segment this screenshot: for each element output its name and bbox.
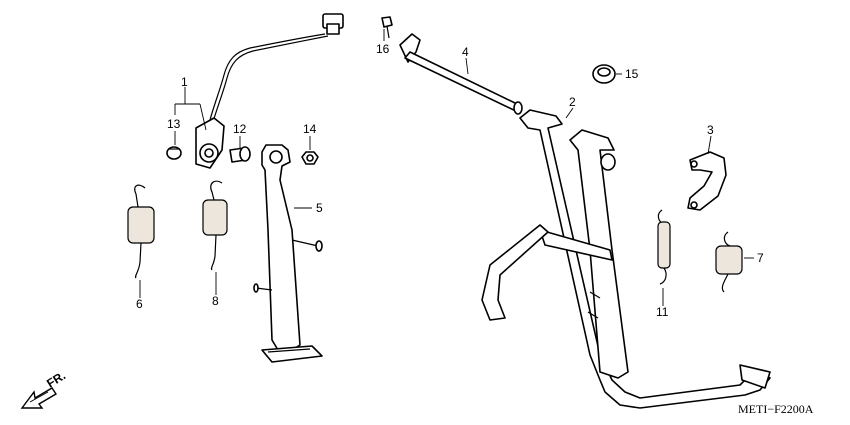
callout-11: 11 xyxy=(656,305,669,319)
callout-14: 14 xyxy=(303,122,317,136)
spring-6 xyxy=(127,184,155,279)
spring-7 xyxy=(715,231,743,293)
callout-6: 6 xyxy=(136,297,143,311)
callouts: 1 2 3 4 5 6 7 8 11 12 13 14 15 16 xyxy=(136,42,764,319)
callout-2: 2 xyxy=(569,95,576,109)
front-direction-indicator: FR. xyxy=(20,368,68,409)
nut-14 xyxy=(301,151,319,165)
callout-5: 5 xyxy=(316,201,323,215)
callout-12: 12 xyxy=(233,122,247,136)
side-stand-switch xyxy=(195,13,344,169)
spring-8 xyxy=(202,180,228,271)
bolt-13 xyxy=(166,146,182,160)
callout-13: 13 xyxy=(167,117,181,131)
callout-15: 15 xyxy=(625,67,639,81)
callout-1: 1 xyxy=(181,75,188,89)
plate-3 xyxy=(687,151,727,211)
main-stand xyxy=(481,109,771,409)
callout-3: 3 xyxy=(707,123,714,137)
callout-4: 4 xyxy=(462,45,469,59)
front-label: FR. xyxy=(44,368,68,390)
spring-11 xyxy=(657,209,671,285)
collar-15 xyxy=(592,64,616,84)
front-arrow-icon xyxy=(20,387,57,409)
callout-7: 7 xyxy=(757,251,764,265)
callout-16: 16 xyxy=(376,42,390,56)
leader-lines xyxy=(139,29,754,306)
side-stand xyxy=(253,144,323,363)
callout-8: 8 xyxy=(212,294,219,308)
shaft-4 xyxy=(399,33,523,115)
figure-code: METI−F2200A xyxy=(738,402,814,416)
bolt-16 xyxy=(381,16,393,39)
bolt-12 xyxy=(229,146,251,163)
